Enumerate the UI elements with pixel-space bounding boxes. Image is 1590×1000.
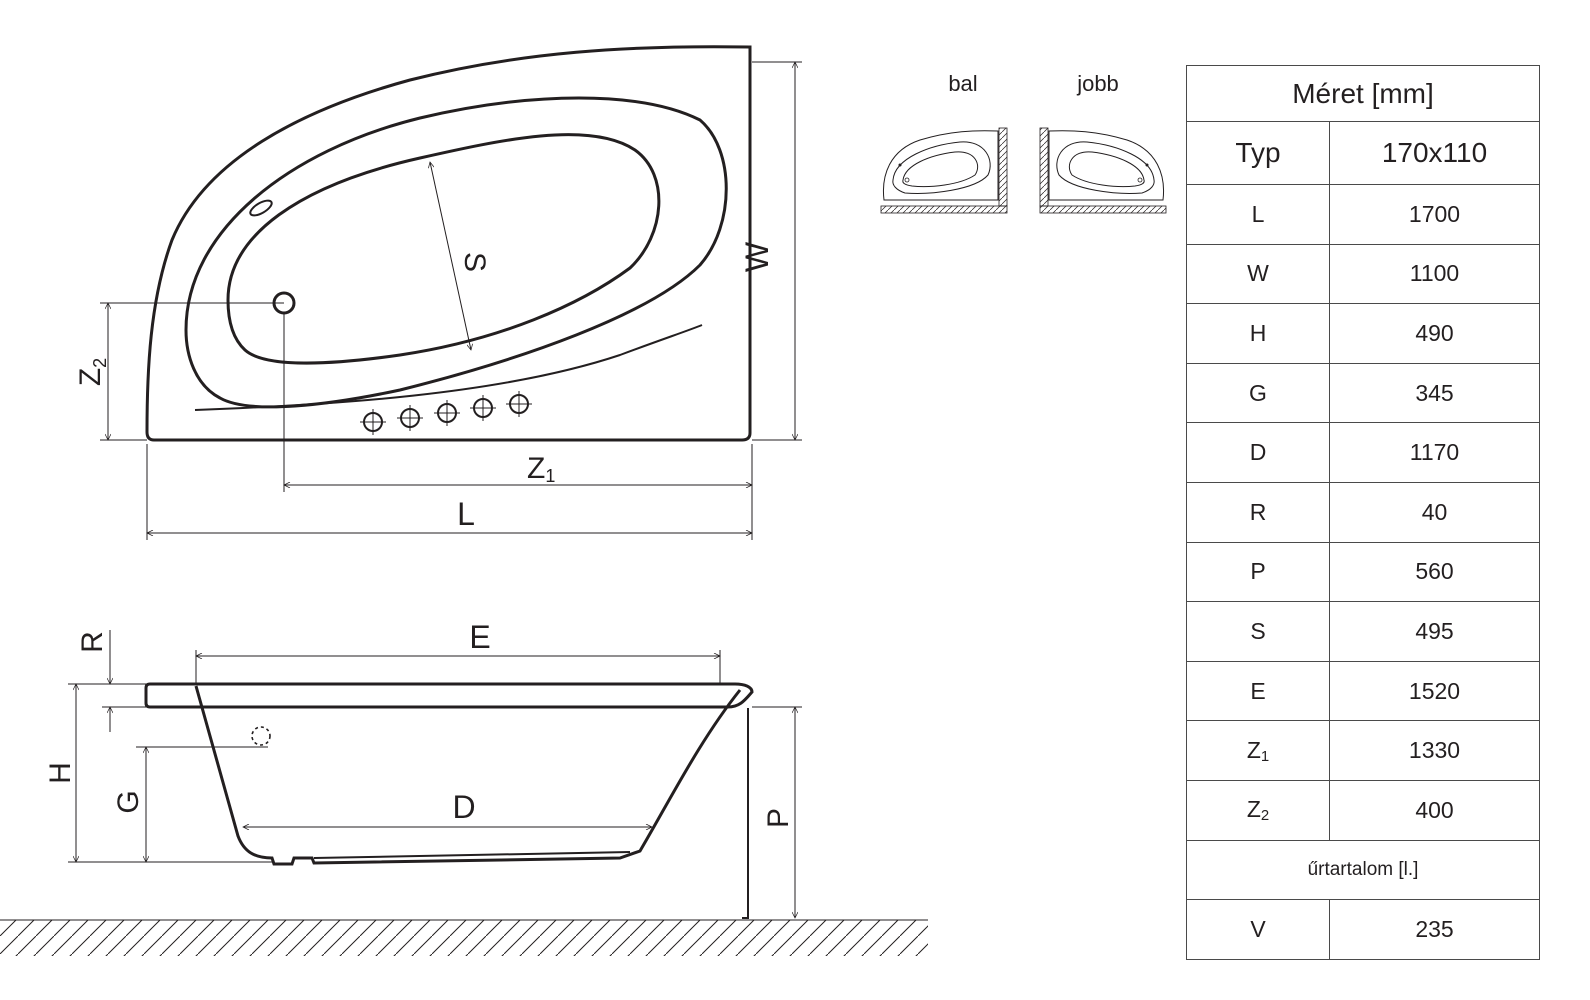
headrest-slot: [249, 199, 273, 217]
jet-2-icon: [397, 405, 423, 431]
label-l: L: [457, 496, 475, 532]
svg-text:Z2: Z2: [74, 358, 110, 386]
row-value: 1700: [1329, 184, 1540, 245]
jet-5-icon: [506, 391, 532, 417]
label-jobb: jobb: [1076, 71, 1119, 96]
top-view: S W Z2 Z1 L: [74, 45, 802, 540]
row-value: 345: [1329, 362, 1540, 424]
dim-s-line: [430, 162, 471, 350]
row-value: 560: [1329, 541, 1540, 603]
label-bal: bal: [948, 71, 977, 96]
row-label: G: [1186, 362, 1330, 424]
massage-jets: [360, 391, 532, 435]
tub-floor-line: [313, 851, 631, 859]
row-label: D: [1186, 422, 1330, 483]
support-leg: [742, 708, 749, 919]
label-w: W: [739, 241, 775, 272]
jet-4-icon: [470, 395, 496, 421]
label-g: G: [112, 790, 145, 813]
row-value: 1170: [1329, 422, 1540, 483]
tub-outline-top: [145, 45, 752, 442]
type-value: 170x110: [1329, 121, 1540, 185]
row-label: R: [1186, 481, 1330, 543]
row-label: Z1: [1186, 720, 1330, 781]
row-label: V: [1186, 899, 1330, 960]
row-value: 1330: [1329, 720, 1540, 781]
row-label: P: [1186, 541, 1330, 603]
label-z2: Z2: [74, 358, 110, 386]
row-label: W: [1186, 243, 1330, 305]
label-r: R: [76, 631, 109, 653]
variant-left-thumbnail: [880, 127, 1008, 214]
orientation-views: bal jobb: [880, 71, 1167, 214]
row-label: E: [1186, 660, 1330, 722]
jet-3-icon: [434, 400, 460, 426]
tub-rim-side: [144, 682, 754, 709]
row-label: L: [1186, 184, 1330, 245]
label-p: P: [762, 808, 795, 828]
label-s: S: [458, 252, 491, 272]
volume-label: űrtartalom [l.]: [1186, 839, 1540, 901]
row-value: 1520: [1329, 660, 1540, 722]
row-label: Z2: [1186, 779, 1330, 841]
variant-right-thumbnail: [1039, 127, 1167, 214]
label-d: D: [452, 789, 475, 825]
row-value: 495: [1329, 601, 1540, 662]
row-value: 490: [1329, 303, 1540, 364]
table-header: Méret [mm]: [1186, 65, 1540, 122]
row-value: 1100: [1329, 243, 1540, 305]
side-view: E R H G D P: [0, 619, 928, 956]
floor-hatch: [0, 920, 928, 956]
tub-body-side: [194, 685, 742, 866]
row-value: 235: [1329, 899, 1540, 960]
row-label: H: [1186, 303, 1330, 364]
type-label: Typ: [1186, 121, 1330, 185]
row-label: S: [1186, 601, 1330, 662]
label-e: E: [469, 619, 490, 655]
label-h: H: [44, 762, 77, 784]
inner-sweep-curve: [194, 324, 703, 411]
label-z1: Z1: [527, 452, 555, 486]
jet-1-icon: [360, 409, 386, 435]
row-value: 400: [1329, 779, 1540, 841]
overflow-icon: [251, 726, 271, 746]
row-value: 40: [1329, 481, 1540, 543]
